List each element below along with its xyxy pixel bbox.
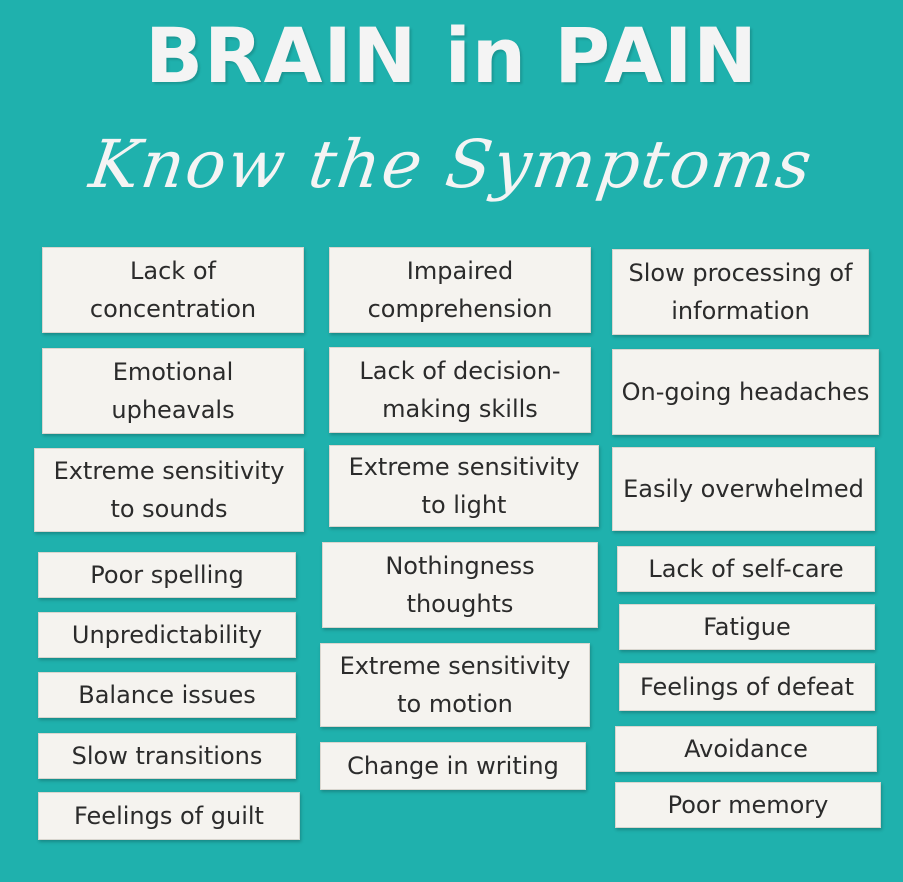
symptom-card: Extreme sensitivity to light [329,445,599,527]
symptom-label: Extreme sensitivity to sounds [53,457,285,523]
symptom-label: Slow processing of information [628,259,853,325]
symptom-card: Change in writing [320,742,586,790]
symptom-label: On-going headaches [621,378,870,406]
symptom-card: On-going headaches [612,349,879,435]
symptom-label: Feelings of guilt [74,802,264,830]
symptom-card: Slow transitions [38,733,296,779]
symptom-label: Emotional upheavals [111,358,235,424]
symptom-card: Lack of decision-making skills [329,347,591,433]
symptom-card: Feelings of defeat [619,663,875,711]
symptom-card: Extreme sensitivity to motion [320,643,590,727]
symptom-label: Extreme sensitivity to motion [339,652,571,718]
symptom-card: Poor spelling [38,552,296,598]
symptom-label: Avoidance [684,735,808,763]
symptom-label: Feelings of defeat [639,673,855,701]
symptom-label: Impaired comprehension [367,257,553,323]
symptom-label: Fatigue [703,613,791,641]
symptom-card: Poor memory [615,782,881,828]
symptom-card: Unpredictability [38,612,296,658]
symptom-card: Extreme sensitivity to sounds [34,448,304,532]
symptom-label: Lack of self-care [648,555,844,583]
symptom-card: Lack of concentration [42,247,304,333]
symptom-label: Easily overwhelmed [623,475,864,503]
symptom-label: Lack of decision-making skills [359,357,561,423]
symptom-card: Lack of self-care [617,546,875,592]
symptom-label: Poor memory [667,791,829,819]
symptom-label: Slow transitions [71,742,263,770]
symptom-label: Poor spelling [90,561,244,589]
symptom-label: Nothingness thoughts [385,552,535,618]
symptom-card: Slow processing of information [612,249,869,335]
symptom-card: Balance issues [38,672,296,718]
page-title: BRAIN in PAIN [145,11,758,100]
page-subtitle: Know the Symptoms [85,126,819,203]
symptom-label: Extreme sensitivity to light [348,453,580,519]
symptom-card: Nothingness thoughts [322,542,598,628]
symptom-card: Avoidance [615,726,877,772]
symptom-label: Unpredictability [71,621,263,649]
symptom-card: Easily overwhelmed [612,447,875,531]
symptom-card: Emotional upheavals [42,348,304,434]
symptom-label: Lack of concentration [89,257,257,323]
symptom-label: Change in writing [347,752,559,780]
symptom-card: Feelings of guilt [38,792,300,840]
symptom-card: Fatigue [619,604,875,650]
symptom-label: Balance issues [78,681,256,709]
symptom-card: Impaired comprehension [329,247,591,333]
